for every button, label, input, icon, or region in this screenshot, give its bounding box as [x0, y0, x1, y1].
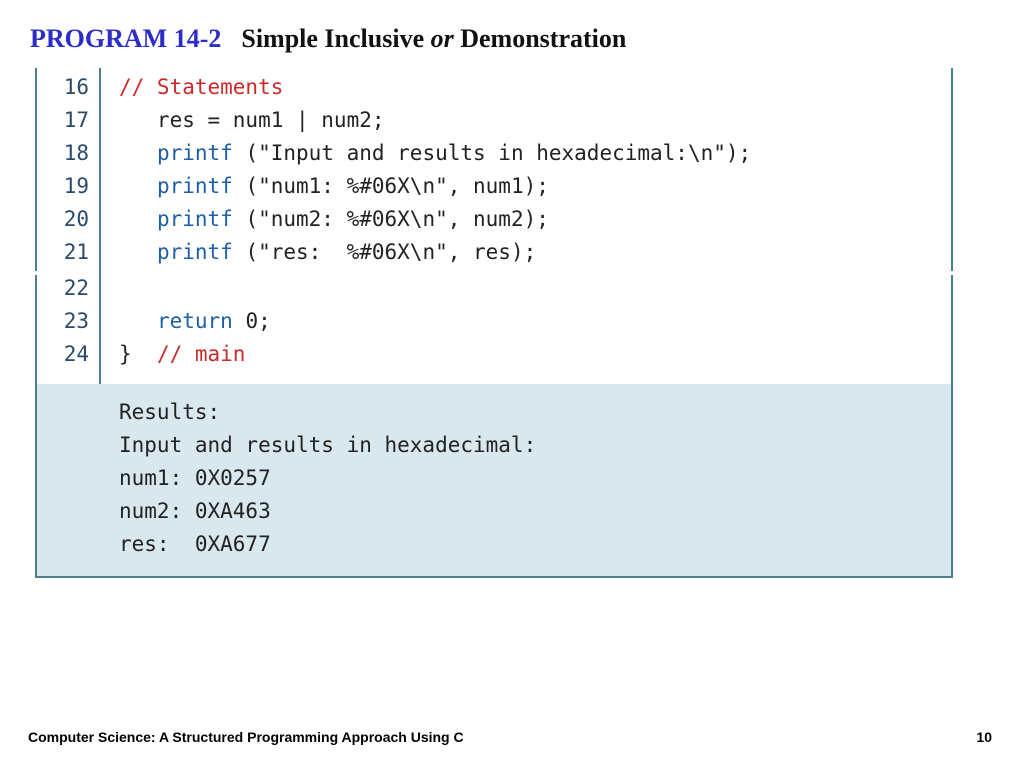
code-text: [119, 174, 157, 198]
code-keyword: return: [156, 309, 233, 333]
page-number: 10: [976, 729, 992, 745]
line-number: 16: [63, 75, 89, 99]
results-panel: Results: Input and results in hexadecima…: [35, 384, 953, 578]
code-text: ("num2: %#06X\n", num2);: [232, 207, 549, 231]
code-line: // Statements: [119, 71, 283, 104]
code-line: printf ("num2: %#06X\n", num2);: [119, 203, 549, 236]
code-line: printf ("res: %#06X\n", res);: [119, 236, 536, 269]
line-number: 24: [63, 342, 89, 366]
code-text: [119, 141, 157, 165]
code-text: [119, 309, 157, 333]
code-text: [119, 207, 157, 231]
results-line: num1: 0X0257: [119, 466, 271, 490]
code-text: ("num1: %#06X\n", num1);: [232, 174, 549, 198]
code-line: return 0;: [119, 305, 271, 338]
code-line: } // main: [119, 338, 245, 371]
slide-title: PROGRAM 14-2 Simple Inclusive or Demonstr…: [30, 24, 626, 54]
code-text: res = num1 | num2;: [119, 108, 385, 132]
code-line: printf ("num1: %#06X\n", num1);: [119, 170, 549, 203]
code-text: 0;: [232, 309, 271, 333]
code-listing: 16 // Statements 17 res = num1 | num2; 18 p…: [34, 68, 954, 386]
code-line: res = num1 | num2;: [119, 104, 385, 137]
results-label: Results:: [119, 400, 221, 424]
line-number: 20: [63, 207, 89, 231]
code-keyword: printf: [156, 207, 233, 231]
code-text: ("Input and results in hexadecimal:\n");: [232, 141, 752, 165]
title-text: Simple Inclusive or Demonstration: [241, 24, 627, 53]
code-text: [119, 240, 157, 264]
footer-book-title: Computer Science: A Structured Programmi…: [28, 729, 464, 745]
line-number: 18: [63, 141, 89, 165]
line-number: 22: [63, 276, 89, 300]
code-text: }: [119, 342, 157, 366]
line-number: 23: [63, 309, 89, 333]
line-number: 21: [63, 240, 89, 264]
code-text: ("res: %#06X\n", res);: [232, 240, 537, 264]
code-comment: // main: [156, 342, 246, 366]
code-keyword: printf: [156, 240, 233, 264]
code-comment: // Statements: [119, 75, 284, 99]
code-keyword: printf: [156, 141, 233, 165]
line-number-gutter: [37, 68, 101, 384]
results-line: res: 0XA677: [119, 532, 271, 556]
code-keyword: printf: [156, 174, 233, 198]
code-line: printf ("Input and results in hexadecima…: [119, 137, 751, 170]
program-number: PROGRAM 14-2: [30, 24, 222, 53]
results-line: Input and results in hexadecimal:: [119, 433, 537, 457]
results-line: num2: 0XA463: [119, 499, 271, 523]
line-number: 17: [63, 108, 89, 132]
line-number: 19: [63, 174, 89, 198]
